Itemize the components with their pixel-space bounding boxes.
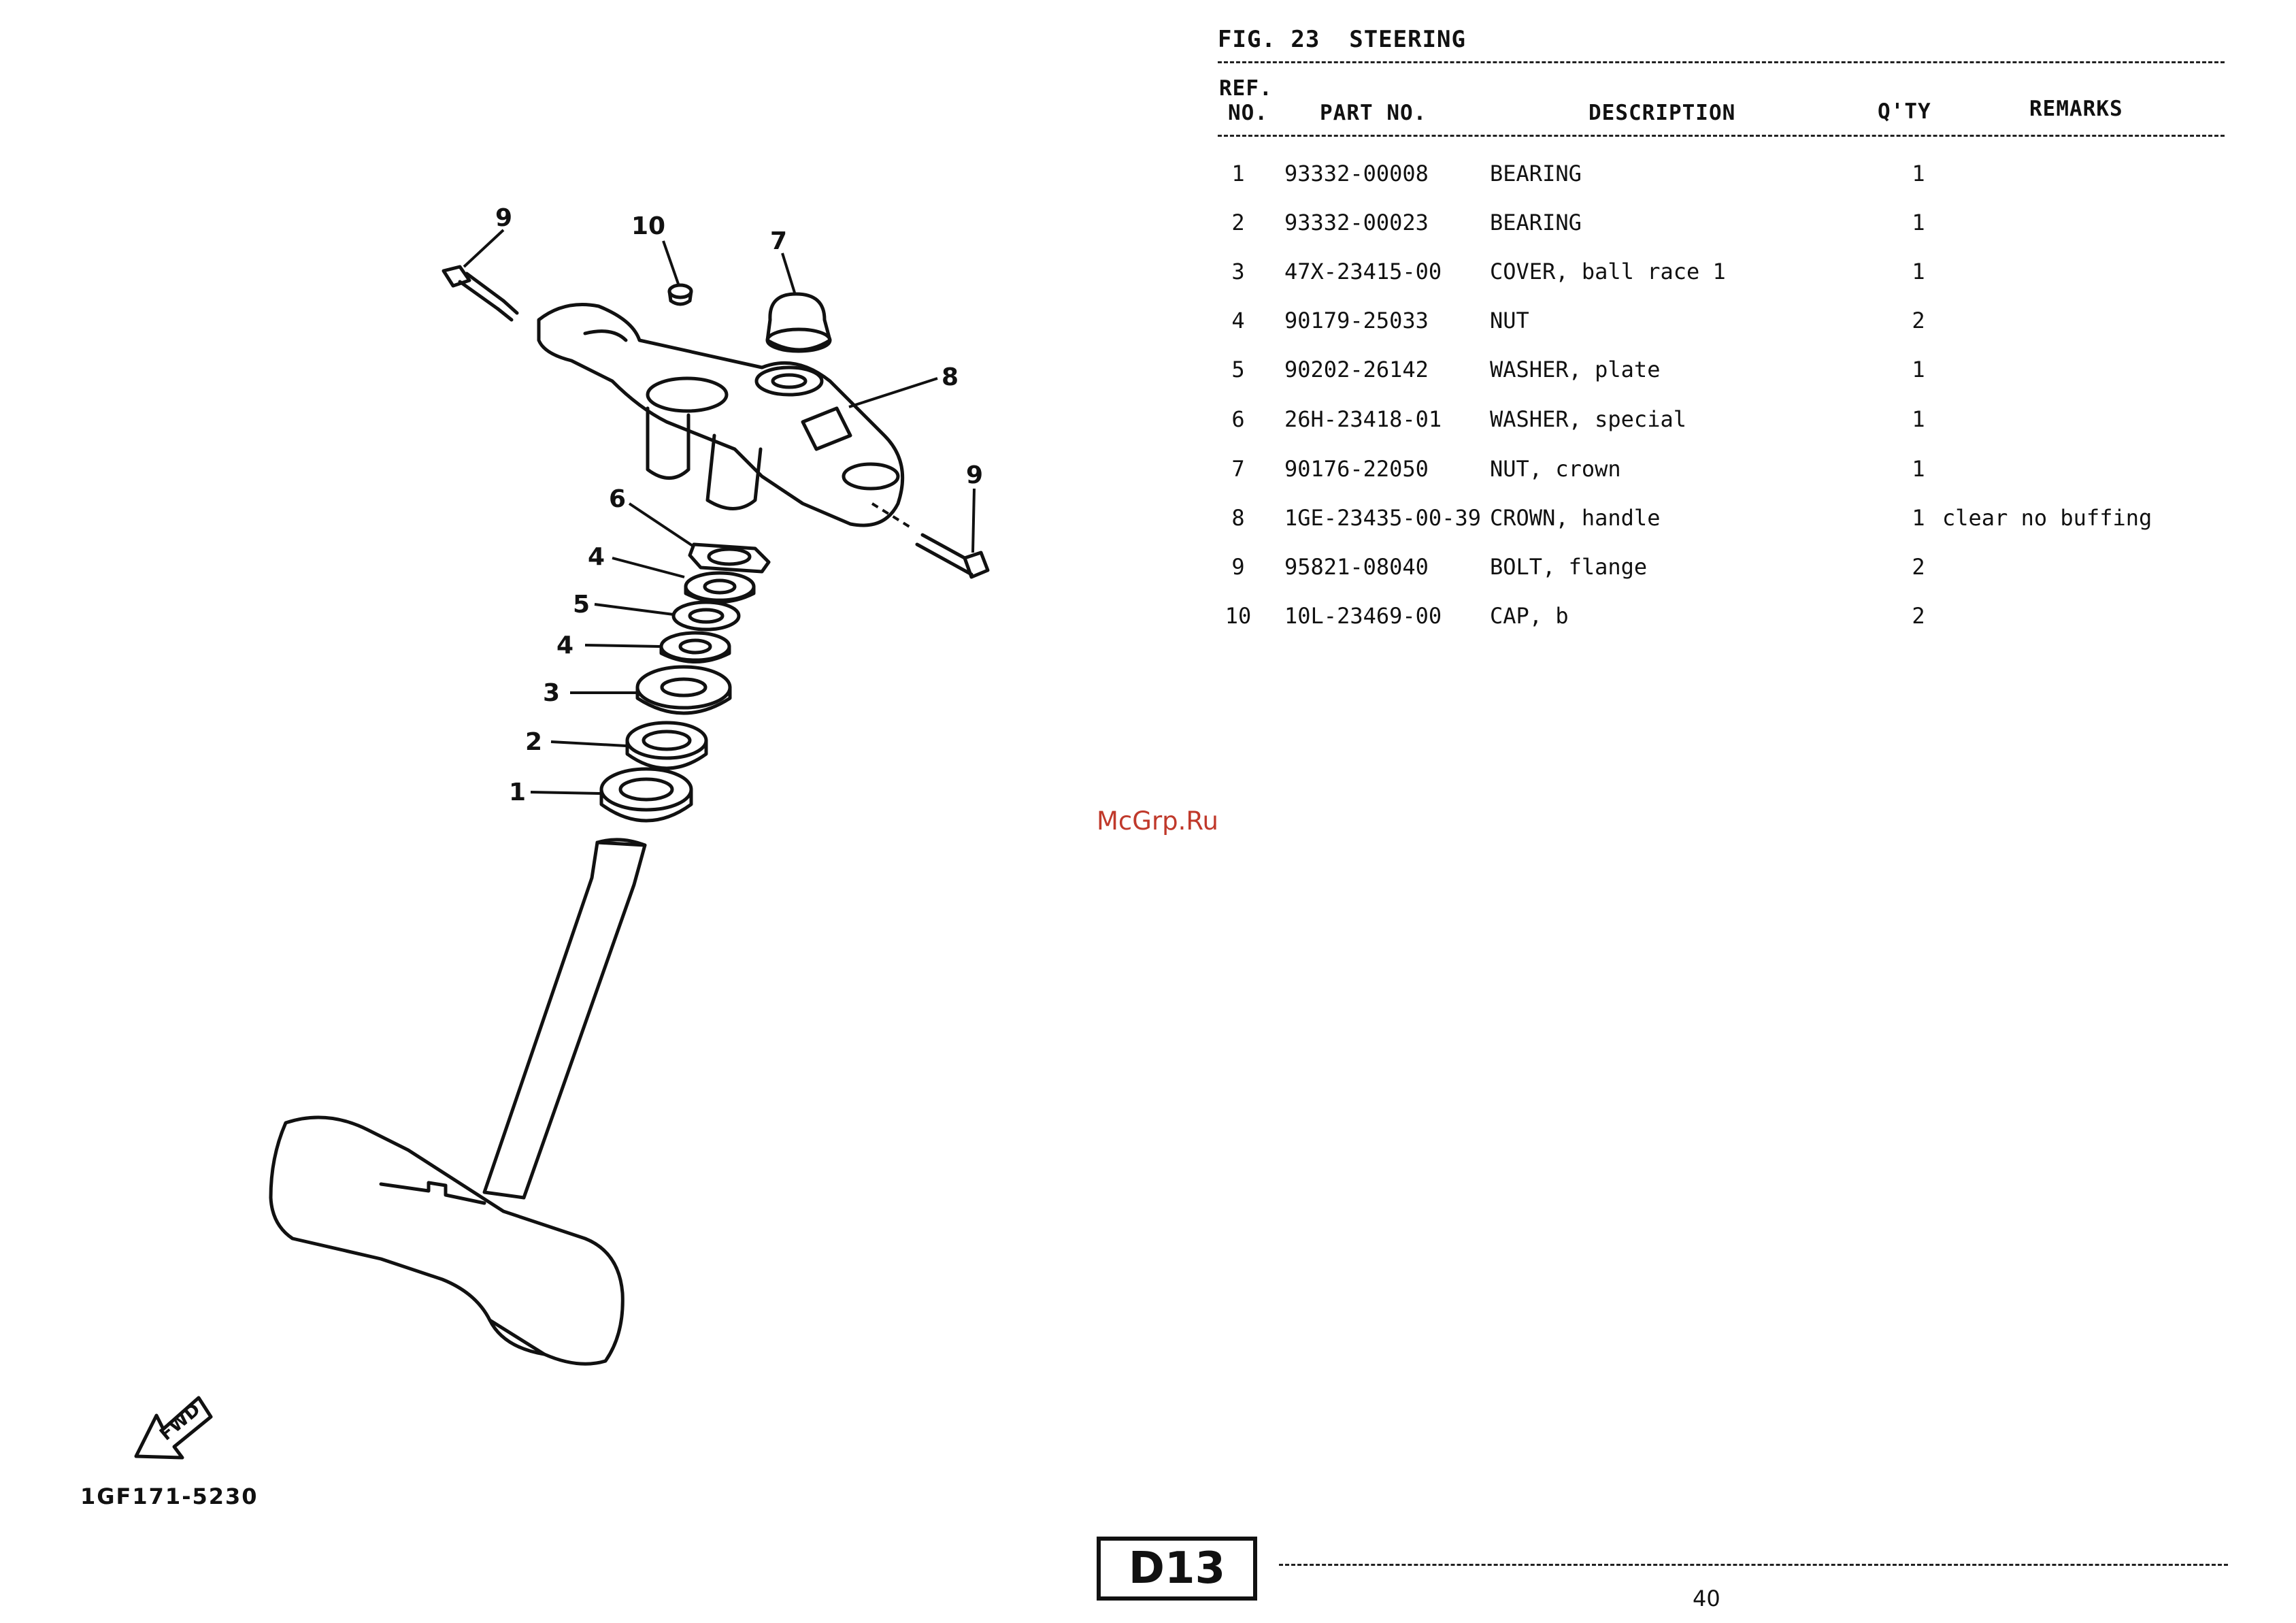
bearing-2-part xyxy=(625,721,708,770)
table-row: 5 90202-26142 WASHER, plate 1 xyxy=(1218,357,2218,397)
qty: 1 xyxy=(1912,505,1925,531)
qty: 1 xyxy=(1912,456,1925,482)
qty: 1 xyxy=(1912,259,1925,284)
fwd-arrow-icon: FWD xyxy=(134,1396,213,1460)
handle-crown-part xyxy=(537,303,905,527)
ref-no: 1 xyxy=(1231,161,1245,186)
header-description: DESCRIPTION xyxy=(1588,101,1736,125)
callout-8: 8 xyxy=(942,363,959,391)
table-row: 7 90176-22050 NUT, crown 1 xyxy=(1218,456,2218,497)
description: WASHER, special xyxy=(1490,406,1686,432)
remarks: clear no buffing xyxy=(1942,505,2152,531)
part-no: 90176-22050 xyxy=(1284,456,1429,482)
fwd-label: FWD xyxy=(156,1399,204,1445)
qty: 1 xyxy=(1912,357,1925,382)
part-no: 26H-23418-01 xyxy=(1284,406,1442,432)
callout-6: 6 xyxy=(609,485,626,513)
ref-no: 2 xyxy=(1231,210,1245,235)
ref-no: 8 xyxy=(1231,505,1245,531)
callout-10: 10 xyxy=(631,212,665,240)
callout-9-lower: 9 xyxy=(966,461,983,489)
callout-4-upper: 4 xyxy=(588,543,605,571)
description: BOLT, flange xyxy=(1490,554,1648,580)
qty: 2 xyxy=(1912,603,1925,629)
description: BEARING xyxy=(1490,161,1582,186)
callout-9-upper: 9 xyxy=(495,204,512,232)
ball-race-cover-part xyxy=(635,665,732,715)
ref-no: 7 xyxy=(1231,456,1245,482)
part-no: 47X-23415-00 xyxy=(1284,259,1442,284)
table-row: 4 90179-25033 NUT 2 xyxy=(1218,308,2218,348)
callout-7: 7 xyxy=(770,227,787,255)
part-no: 93332-00008 xyxy=(1284,161,1429,186)
qty: 1 xyxy=(1912,210,1925,235)
part-no: 10L-23469-00 xyxy=(1284,603,1442,629)
nut-4-upper-part xyxy=(684,571,756,604)
table-header-rule xyxy=(1218,135,2225,137)
bearing-1-part xyxy=(599,767,693,823)
ref-no: 9 xyxy=(1231,554,1245,580)
plate-washer-part xyxy=(671,600,741,632)
callout-1: 1 xyxy=(509,778,526,806)
watermark: McGrp.Ru xyxy=(1097,806,1218,836)
callout-4-lower: 4 xyxy=(556,632,573,659)
part-no: 90202-26142 xyxy=(1284,357,1429,382)
section-badge: D13 xyxy=(1097,1537,1257,1601)
description: BEARING xyxy=(1490,210,1582,235)
ref-no: 5 xyxy=(1231,357,1245,382)
nut-4-lower-part xyxy=(659,631,731,663)
header-remarks: REMARKS xyxy=(2029,97,2123,121)
header-qty: Q'TY xyxy=(1878,99,1931,124)
bolt-cap-part xyxy=(667,283,693,306)
assembly-line xyxy=(871,502,913,529)
qty: 2 xyxy=(1912,554,1925,580)
ref-no: 6 xyxy=(1231,406,1245,432)
flange-bolt-lower-part xyxy=(915,533,990,579)
ref-no: 4 xyxy=(1231,308,1245,333)
callout-2: 2 xyxy=(525,728,542,756)
steering-exploded-diagram: 9 10 7 8 9 6 4 5 4 3 2 1 FWD xyxy=(134,204,990,1460)
header-ref-line1: REF. xyxy=(1219,76,1273,101)
qty: 1 xyxy=(1912,406,1925,432)
diagram-code: 1GF171-5230 xyxy=(80,1483,259,1509)
qty: 1 xyxy=(1912,161,1925,186)
crown-nut-part xyxy=(765,292,832,353)
description: NUT xyxy=(1490,308,1529,333)
flange-bolt-upper-part xyxy=(442,265,519,322)
part-no: 93332-00023 xyxy=(1284,210,1429,235)
callout-leaders xyxy=(463,229,976,795)
callout-5: 5 xyxy=(573,591,590,619)
header-ref-line2: NO. xyxy=(1228,101,1268,125)
ref-no: 3 xyxy=(1231,259,1245,284)
description: COVER, ball race 1 xyxy=(1490,259,1726,284)
callout-3: 3 xyxy=(543,679,560,707)
ref-no: 10 xyxy=(1225,603,1252,629)
qty: 2 xyxy=(1912,308,1925,333)
header-part-no: PART NO. xyxy=(1320,101,1427,125)
special-washer-part xyxy=(688,542,771,574)
steering-stem-part xyxy=(269,838,647,1366)
table-row: 2 93332-00023 BEARING 1 xyxy=(1218,210,2218,250)
table-row: 9 95821-08040 BOLT, flange 2 xyxy=(1218,554,2218,595)
table-row: 10 10L-23469-00 CAP, b 2 xyxy=(1218,603,2218,644)
description: NUT, crown xyxy=(1490,456,1621,482)
description: CAP, b xyxy=(1490,603,1569,629)
table-row: 3 47X-23415-00 COVER, ball race 1 1 xyxy=(1218,259,2218,299)
table-row: 6 26H-23418-01 WASHER, special 1 xyxy=(1218,406,2218,447)
part-no: 1GE-23435-00-39 xyxy=(1284,505,1481,531)
table-row: 1 93332-00008 BEARING 1 xyxy=(1218,161,2218,201)
description: WASHER, plate xyxy=(1490,357,1661,382)
table-top-rule xyxy=(1218,61,2225,63)
footer-rule xyxy=(1279,1564,2228,1566)
part-no: 90179-25033 xyxy=(1284,308,1429,333)
page-number: 40 xyxy=(1693,1586,1720,1611)
part-no: 95821-08040 xyxy=(1284,554,1429,580)
description: CROWN, handle xyxy=(1490,505,1661,531)
figure-title: FIG. 23 STEERING xyxy=(1218,26,1466,53)
table-row: 8 1GE-23435-00-39 CROWN, handle 1 clear … xyxy=(1218,505,2218,546)
